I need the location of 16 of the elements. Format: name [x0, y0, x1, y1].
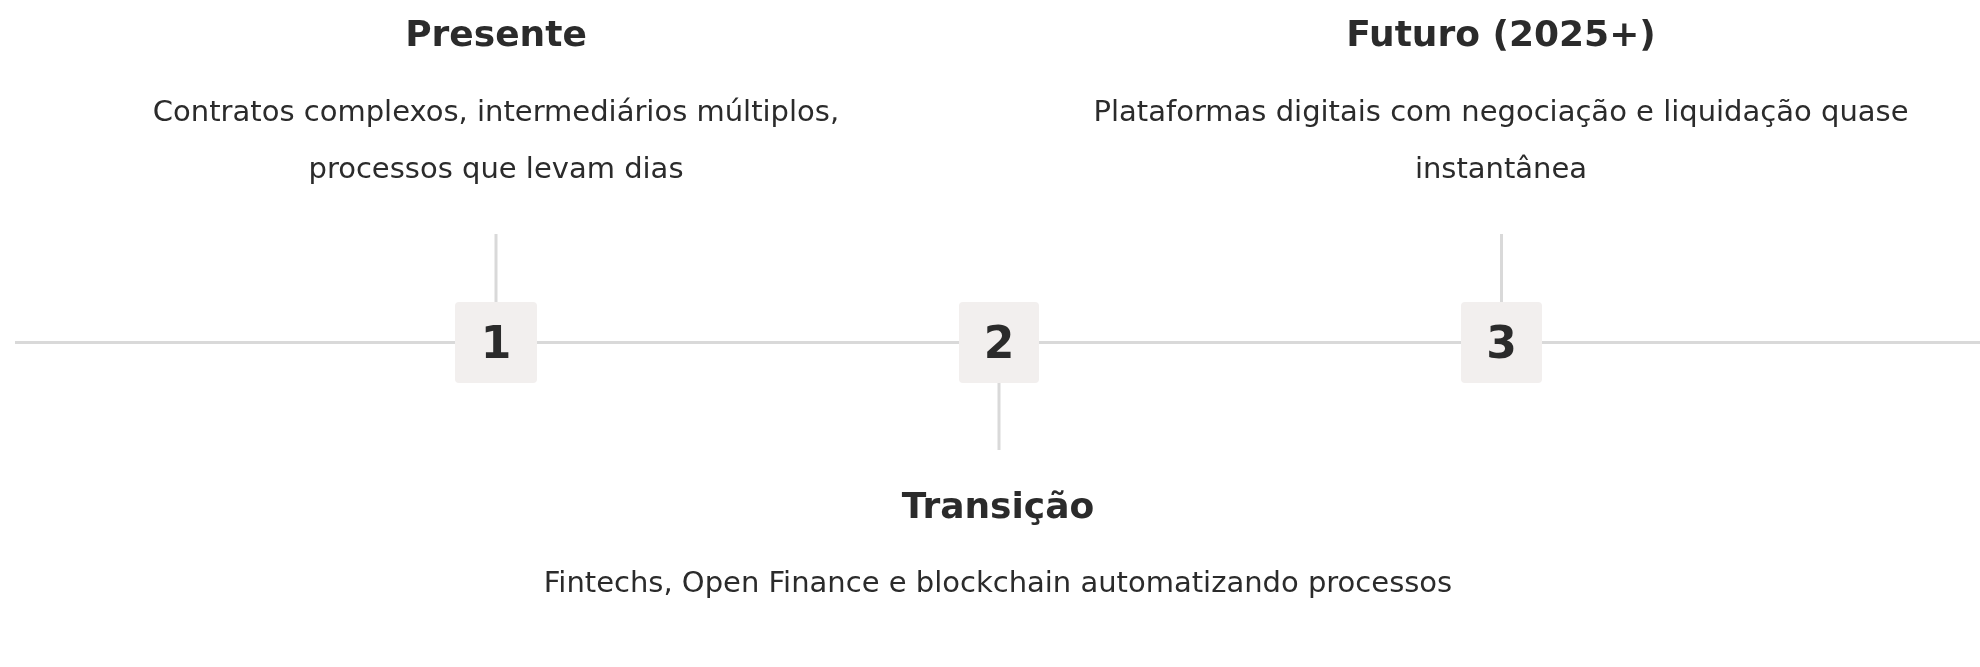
- step-number-box: 2: [959, 302, 1039, 383]
- stage-description: Contratos complexos, intermediários múltiplos, processos que levam dias: [151, 93, 841, 187]
- timeline-line: [537, 341, 959, 344]
- stage-heading: Presente: [405, 12, 587, 56]
- stage-description: Fintechs, Open Finance e blockchain automatizando processos: [543, 564, 1453, 601]
- timeline-line: [15, 341, 455, 344]
- step-number-box: 1: [455, 302, 537, 383]
- step-number-box: 3: [1461, 302, 1542, 383]
- stage-heading: Futuro (2025+): [1346, 12, 1656, 56]
- connector-line: [1500, 234, 1503, 302]
- stage-description: Plataformas digitais com negociação e liquidação quase instantânea: [1092, 93, 1910, 187]
- connector-line: [997, 383, 1001, 450]
- timeline-line: [1039, 341, 1461, 344]
- stage-heading: Transição: [901, 484, 1095, 528]
- timeline-line: [1542, 341, 1980, 344]
- connector-line: [494, 234, 498, 302]
